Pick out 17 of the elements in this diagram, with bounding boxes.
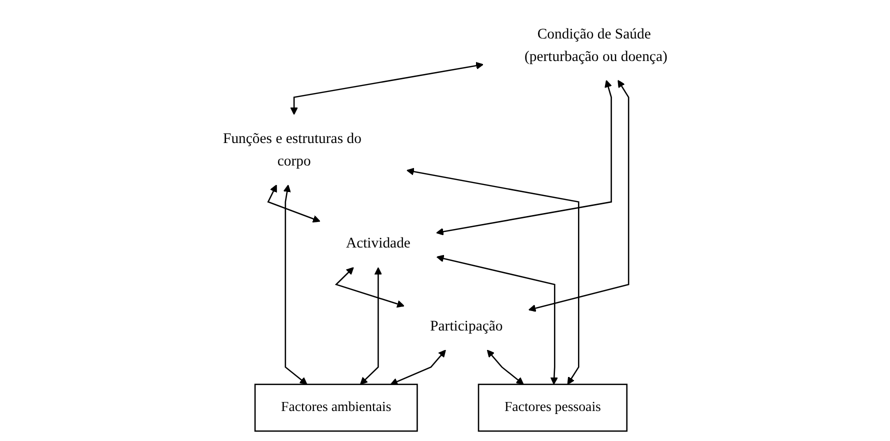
arrow: [486, 350, 524, 385]
node-text: Participação: [430, 317, 503, 334]
node-text: Condição de Saúde (perturbação ou doença): [524, 25, 668, 64]
arrow: [267, 184, 320, 223]
arrow: [436, 80, 612, 236]
arrow: [290, 62, 484, 115]
node-text: Funções e estruturas do corpo: [223, 130, 362, 169]
arrow: [436, 254, 558, 385]
arrow: [406, 168, 580, 385]
node-text: Actividade: [346, 234, 410, 252]
arrow: [334, 267, 404, 308]
arrow: [390, 350, 446, 386]
node-box: Factores ambientais: [254, 384, 418, 432]
node-box: Factores pessoais: [478, 384, 628, 432]
arrow: [360, 267, 382, 385]
arrow: [283, 184, 308, 385]
arrow: [528, 80, 630, 312]
